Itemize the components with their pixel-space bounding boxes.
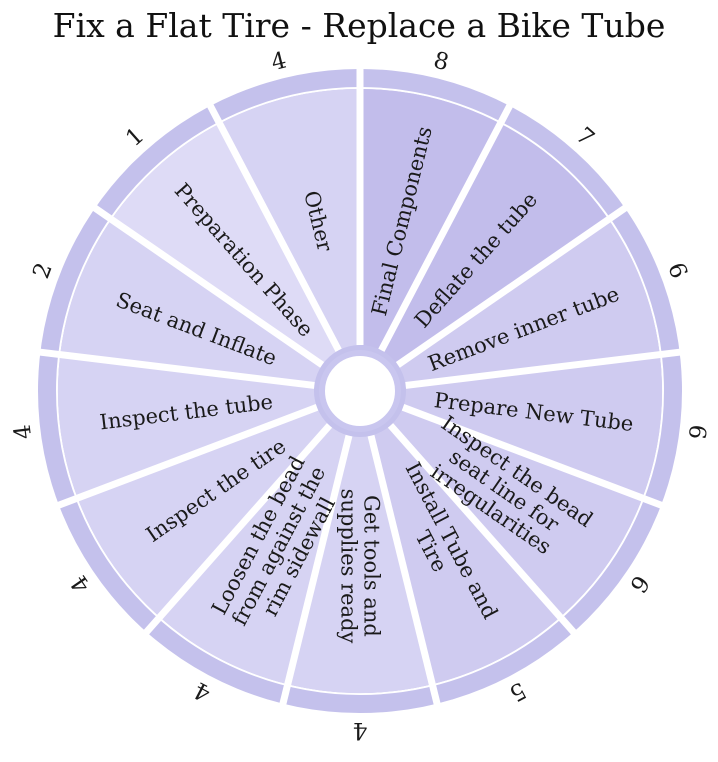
ring-number-5: 5 xyxy=(505,676,530,706)
ring-number-2: 6 xyxy=(662,259,692,282)
wedge-10 xyxy=(60,221,322,386)
ring-number-6: 4 xyxy=(353,717,368,743)
wedge-1 xyxy=(381,124,607,365)
wedge-label-6: Get tools andsupplies ready xyxy=(337,489,384,644)
separators xyxy=(38,68,682,706)
wedge-separator xyxy=(395,204,628,368)
ring-number-11: 1 xyxy=(121,123,149,152)
wedge-separator xyxy=(387,423,577,636)
ring-number-12: 4 xyxy=(269,47,289,76)
wedge-7 xyxy=(161,425,349,684)
ring-number-8: 4 xyxy=(66,570,96,597)
ring-number-9: 4 xyxy=(10,423,38,441)
ring-number-7: 4 xyxy=(190,676,215,706)
diagram-title: Fix a Flat Tire - Replace a Bike Tube xyxy=(52,6,666,45)
center-hub xyxy=(319,350,401,432)
wedge-label-line: supplies ready xyxy=(337,489,361,644)
wedge-3 xyxy=(403,357,662,496)
wedge-separator xyxy=(378,103,514,352)
wedge-separator xyxy=(206,103,342,352)
wedge-separator xyxy=(367,434,441,706)
wedge-separator xyxy=(401,404,664,509)
wedge-6 xyxy=(290,435,430,693)
wedge-11 xyxy=(113,124,339,365)
wedge-separator xyxy=(92,204,325,368)
ring-number-10: 2 xyxy=(28,259,58,282)
wedge-separator xyxy=(405,348,682,389)
wedge-separator xyxy=(143,423,333,636)
wedge-0 xyxy=(360,89,498,351)
wedge-12 xyxy=(222,89,360,351)
ring-number-0: 8 xyxy=(431,47,451,76)
ring-number-1: 7 xyxy=(571,123,599,152)
wedge-separator xyxy=(56,404,319,509)
wedge-9 xyxy=(58,357,317,496)
wedge-5 xyxy=(371,425,559,684)
wedge-8 xyxy=(78,407,330,616)
wedge-label-line: Get tools and xyxy=(360,495,384,637)
ring-number-3: 6 xyxy=(683,423,711,441)
ring-number-4: 6 xyxy=(624,570,654,597)
wedge-4 xyxy=(390,407,642,616)
wedge-separator xyxy=(279,434,353,706)
wedges xyxy=(58,89,662,693)
wedge-separator xyxy=(38,348,315,389)
wedge-2 xyxy=(398,221,660,386)
